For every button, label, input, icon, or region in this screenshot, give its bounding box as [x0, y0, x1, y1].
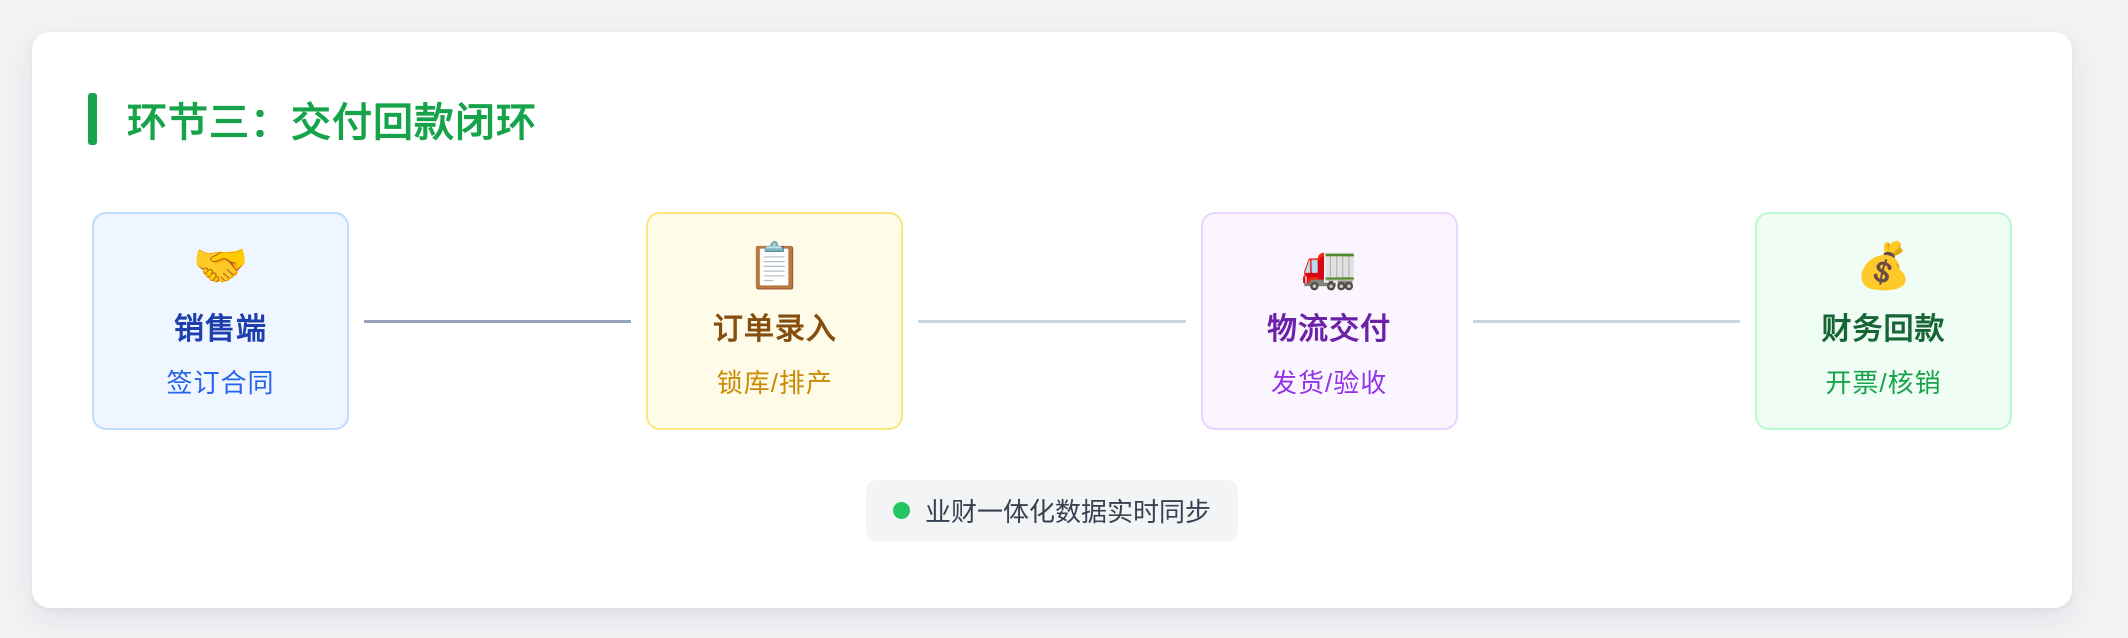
- step-subtitle: 签订合同: [166, 367, 275, 398]
- accent-bar: [88, 93, 97, 145]
- step-title: 物流交付: [1267, 312, 1392, 346]
- truck-icon: 🚛: [1301, 239, 1358, 291]
- process-flow: 🤝 销售端 签订合同 📋 订单录入 锁库/排产 🚛 物流交付 发货/验收 💰 财…: [92, 212, 2012, 430]
- step-title: 订单录入: [712, 312, 837, 346]
- step-title: 销售端: [174, 312, 267, 346]
- sync-status-badge: 业财一体化数据实时同步: [865, 480, 1238, 541]
- step-finance: 💰 财务回款 开票/核销: [1754, 212, 2012, 430]
- flow-connector: [1472, 319, 1740, 323]
- green-dot-icon: [892, 502, 910, 519]
- page-title: 环节三：交付回款闭环: [127, 101, 537, 145]
- section-card: 环节三：交付回款闭环 🤝 销售端 签订合同 📋 订单录入 锁库/排产 🚛 物流交…: [32, 32, 2072, 608]
- flow-connector: [918, 319, 1186, 323]
- step-logistics: 🚛 物流交付 发货/验收: [1200, 212, 1458, 430]
- section-header: 环节三：交付回款闭环: [88, 90, 2072, 148]
- step-subtitle: 发货/验收: [1271, 367, 1388, 398]
- step-sales: 🤝 销售端 签订合同: [92, 212, 349, 430]
- flow-connector: [364, 319, 632, 323]
- step-title: 财务回款: [1821, 312, 1946, 346]
- footnote-row: 业财一体化数据实时同步: [32, 480, 2072, 541]
- clipboard-icon: 📋: [746, 239, 803, 291]
- step-subtitle: 锁库/排产: [716, 367, 833, 398]
- sync-status-text: 业财一体化数据实时同步: [924, 497, 1211, 527]
- handshake-icon: 🤝: [192, 239, 249, 291]
- step-order-entry: 📋 订单录入 锁库/排产: [646, 212, 904, 430]
- money-bag-icon: 💰: [1855, 239, 1912, 291]
- step-subtitle: 开票/核销: [1825, 367, 1942, 398]
